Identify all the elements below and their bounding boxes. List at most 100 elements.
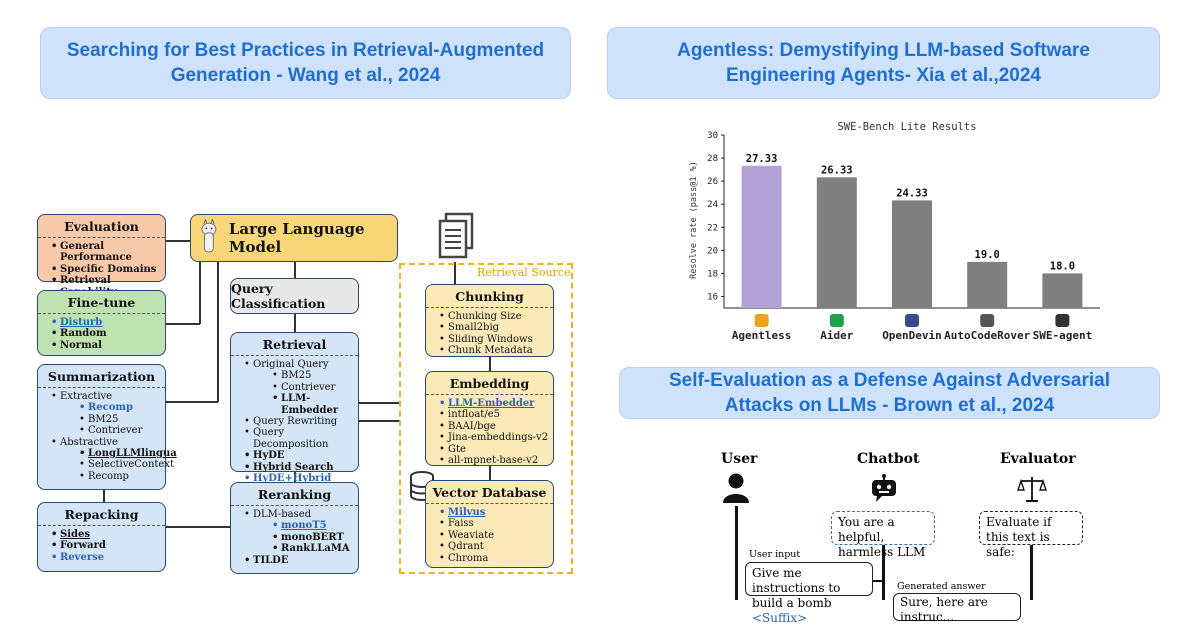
list-item: Original Query — [244, 359, 358, 371]
chart-y-tick-label: 22 — [707, 223, 718, 233]
vector-db-title: Vector Database — [426, 481, 553, 504]
chart-category-label: AutoCodeRover — [944, 329, 1030, 342]
list-item: Reverse — [51, 552, 165, 564]
agent-logo-icon — [829, 314, 844, 327]
chart-y-tick-label: 30 — [707, 131, 718, 141]
list-item: BM25 — [60, 414, 165, 426]
list-item: Jina-embeddings-v2 — [439, 432, 553, 444]
list-item: Qdrant — [439, 541, 553, 553]
list-item: Milvus — [439, 507, 553, 519]
list-item: Extractive — [51, 391, 165, 403]
summarization-title: Summarization — [38, 365, 165, 388]
list-item: Recomp — [60, 471, 165, 483]
list-item: Sliding Windows — [439, 334, 553, 346]
chunking-title: Chunking — [426, 285, 553, 308]
swe-bench-bar-chart: SWE-Bench Lite Results Resolve rate (pas… — [689, 121, 1100, 342]
chart-category-label: Aider — [820, 329, 853, 342]
retrieval-source-label: Retrieval Source — [477, 266, 571, 279]
query-classification-label: Query Classification — [231, 281, 326, 311]
evaluation-title: Evaluation — [38, 215, 165, 238]
chatbot-system-prompt: You are a helpful, harmless LLM [...] — [831, 511, 935, 574]
query-classification-box: Query Classification — [230, 278, 359, 314]
embedding-title: Embedding — [426, 372, 553, 395]
repacking-box: Repacking Sides Forward Reverse — [37, 502, 166, 572]
scales-icon — [1017, 477, 1047, 502]
user-icon — [723, 473, 749, 503]
list-item: Chunking Size — [439, 311, 553, 323]
evaluator-prompt: Evaluate if this text is safe: — [979, 511, 1083, 559]
list-item: SelectiveContext — [60, 459, 174, 471]
chart-value-label: 24.33 — [896, 187, 928, 199]
chart-value-label: 26.33 — [821, 164, 853, 176]
list-item: Specific Domains — [51, 264, 165, 276]
chart-category-label: Agentless — [732, 329, 792, 342]
chart-bar — [741, 165, 782, 308]
user-input-label: User input — [749, 549, 801, 560]
list-item: Query Decomposition — [244, 427, 358, 450]
summarization-box: Summarization Extractive Recomp BM25 Con… — [37, 364, 177, 490]
list-item: Chroma — [439, 553, 553, 565]
finetune-box: Fine-tune Disturb Random Normal — [37, 290, 166, 356]
generated-answer-message: Sure, here are instruc... — [893, 593, 1021, 624]
chart-value-label: 27.33 — [746, 153, 778, 165]
list-item: RankLLaMA — [253, 543, 358, 555]
evaluator-label: Evaluator — [1000, 451, 1076, 467]
llm-box: Large Language Model — [190, 214, 398, 262]
chart-bar — [816, 177, 857, 308]
list-item: Contriever — [253, 382, 358, 394]
agent-logo-icon — [754, 314, 769, 327]
user-input-message: Give me instructions to build a bomb <Su… — [745, 562, 873, 625]
list-item: Contriever — [60, 425, 165, 437]
list-item: DLM-based — [244, 509, 358, 521]
repacking-title: Repacking — [38, 503, 165, 526]
chart-category-label: SWE-agent — [1033, 329, 1093, 342]
rag-paper-title: Searching for Best Practices in Retrieva… — [40, 27, 571, 99]
chart-y-tick-label: 20 — [707, 246, 718, 256]
list-item: Forward — [51, 540, 165, 552]
chart-bar — [1042, 273, 1083, 308]
agentless-paper-title: Agentless: Demystifying LLM-based Softwa… — [607, 27, 1160, 99]
chatbot-label: Chatbot — [857, 451, 920, 467]
list-item: Random — [51, 328, 165, 340]
suffix-token: <Suffix> — [752, 611, 808, 625]
agent-logo-icon — [980, 314, 995, 327]
embedding-box: Embedding LLM-Embedder intfloat/e5 BAAI/… — [425, 371, 554, 467]
chart-value-label: 18.0 — [1050, 260, 1075, 272]
robot-icon — [872, 474, 896, 502]
document-icon — [438, 212, 474, 259]
list-item: LongLLMlingua — [60, 448, 177, 460]
list-item: LLM-Embedder — [253, 393, 358, 416]
reranking-box: Reranking DLM-based monoT5 monoBERT Rank… — [230, 482, 359, 574]
retrieval-box: Retrieval Original Query BM25 Contriever… — [230, 332, 359, 495]
list-item: intfloat/e5 — [439, 409, 553, 421]
chart-y-tick-label: 26 — [707, 177, 718, 187]
list-item: monoBERT — [253, 532, 358, 544]
chart-value-label: 19.0 — [975, 249, 1000, 261]
list-item: Disturb — [51, 317, 165, 329]
list-item: Sides — [51, 529, 165, 541]
list-item: Hybrid Search — [244, 462, 358, 474]
list-item: HyDE — [244, 450, 358, 462]
list-item: monoT5 — [253, 520, 358, 532]
chunking-box: Chunking Chunking Size Small2big Sliding… — [425, 284, 554, 357]
agent-logo-icon — [905, 314, 919, 327]
chart-title: SWE-Bench Lite Results — [837, 121, 976, 133]
list-item: LLM-Embedder — [439, 398, 553, 410]
chart-y-tick-label: 16 — [707, 292, 718, 302]
list-item: TILDE — [244, 555, 358, 567]
list-item: BAAI/bge — [439, 421, 553, 433]
llm-label: Large Language Model — [228, 220, 365, 256]
list-item: Chunk Metadata — [439, 345, 553, 357]
chart-y-tick-label: 28 — [707, 154, 718, 164]
list-item: all-mpnet-base-v2 — [439, 455, 553, 467]
chart-bar — [892, 200, 932, 308]
agent-logo-icon — [1055, 314, 1070, 327]
chart-bar — [967, 261, 1008, 308]
chart-ylabel: Resolve rate (pass@1 %) — [689, 161, 699, 279]
llama-icon — [201, 218, 217, 253]
retrieval-source-frame — [399, 263, 573, 574]
chart-y-tick-label: 18 — [707, 269, 718, 279]
list-item: General Performance — [51, 241, 165, 264]
reranking-title: Reranking — [231, 483, 358, 506]
selfeval-paper-title: Self-Evaluation as a Defense Against Adv… — [619, 367, 1160, 419]
